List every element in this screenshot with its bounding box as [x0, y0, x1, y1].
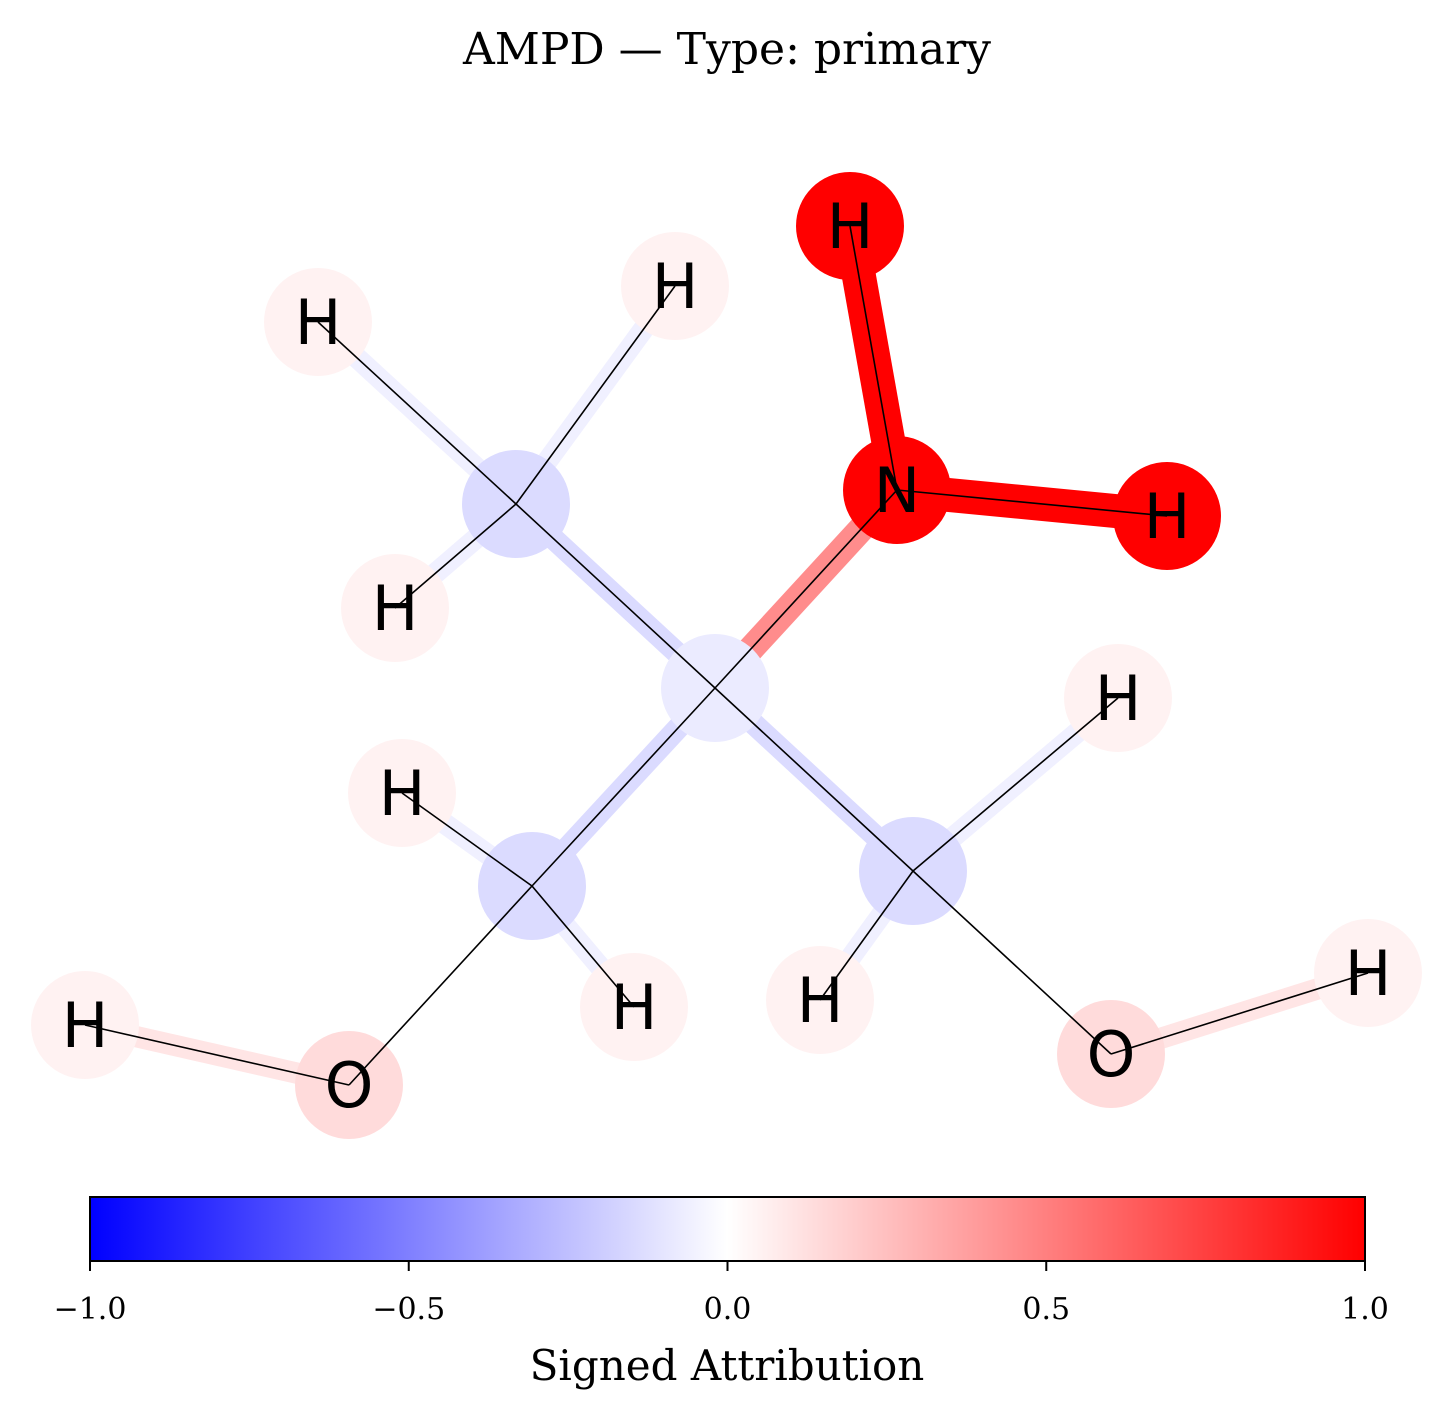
bond-C_right-H_right1 [912, 697, 1119, 872]
bond-C_top-H_top1 [317, 321, 517, 505]
colorbar-tick-label: −0.5 [372, 1292, 445, 1327]
colorbar: −1.0 −0.5 0.0 0.5 1.0 Signed Attribution [54, 1196, 1389, 1390]
bond-C_center-C_left [531, 687, 716, 887]
colorbar-tick-label: 1.0 [1341, 1292, 1389, 1327]
atom-label-H_right1: H [1095, 662, 1142, 735]
bond-C_right-H_right2 [819, 870, 914, 1001]
bond-C_center-C_right [714, 687, 914, 872]
colorbar-label: Signed Attribution [530, 1341, 925, 1390]
colorbar-tick-label: −1.0 [54, 1292, 127, 1327]
atom-label-H_left2: H [611, 971, 658, 1044]
atom-label-N: N [874, 454, 920, 527]
colorbar-tick-label: 0.0 [704, 1292, 752, 1327]
bond-N-H_N2 [896, 489, 1168, 517]
bond-N-H_N1 [849, 225, 898, 491]
figure-title: AMPD — Type: primary [462, 24, 991, 75]
bond-C_left-H_left2 [531, 885, 635, 1008]
bond-C_top-H_top3 [394, 503, 517, 609]
molecule-graph: N H H H H H H H H H O O H H [31, 172, 1422, 1139]
atom-label-H_Oleft: H [62, 989, 109, 1062]
atom-label-H_top1: H [295, 286, 342, 359]
bond-C_center-C_top [515, 503, 716, 689]
bond-O_left-H_Oleft [84, 1024, 350, 1086]
bond-O_right-H_Oright [1110, 972, 1369, 1055]
colorbar-tick-label: 0.5 [1022, 1292, 1070, 1327]
atom-label-layer: N H H H H H H H H H O O H H [62, 190, 1392, 1122]
bond-line-layer [84, 225, 1369, 1086]
bond-C_center-N [714, 489, 898, 689]
bond-C_top-H_top2 [515, 285, 676, 505]
bond-C_right-O_right [912, 870, 1112, 1055]
bond-C_left-O_left [348, 885, 533, 1086]
atom-label-H_N1: H [827, 190, 874, 263]
bond-C_left-H_left1 [401, 792, 533, 887]
atom-label-H_top3: H [372, 572, 419, 645]
atom-label-H_left1: H [379, 757, 426, 830]
colorbar-ticks: −1.0 −0.5 0.0 0.5 1.0 [54, 1261, 1389, 1327]
atom-highlight-layer [31, 172, 1422, 1139]
atom-label-H_top2: H [652, 250, 699, 323]
atom-label-H_Oright: H [1345, 937, 1392, 1010]
atom-label-O_left: O [325, 1049, 374, 1122]
atom-label-H_right2: H [797, 964, 844, 1037]
atom-label-H_N2: H [1144, 480, 1191, 553]
colorbar-gradient [89, 1196, 1366, 1262]
atom-label-O_right: O [1087, 1018, 1136, 1091]
